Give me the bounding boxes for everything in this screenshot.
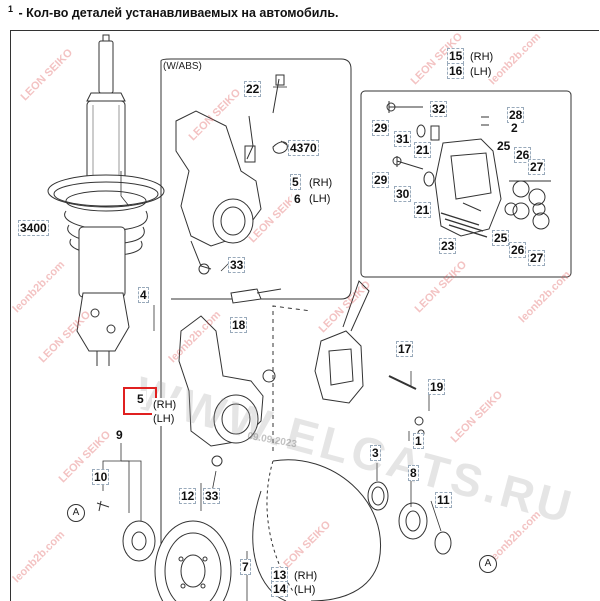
part-14[interactable]: 14 xyxy=(271,581,289,597)
side-lh-abs: (LH) xyxy=(308,192,332,206)
part-26-top[interactable]: 26 xyxy=(514,147,532,163)
part-29-top[interactable]: 29 xyxy=(372,120,390,136)
side-rh-13: (RH) xyxy=(293,569,319,583)
part-33-abs[interactable]: 33 xyxy=(228,257,246,273)
part-5[interactable]: 5 xyxy=(135,391,146,407)
part-1[interactable]: 1 xyxy=(413,433,424,449)
part-4370[interactable]: 4370 xyxy=(288,140,319,156)
caliper-drawing xyxy=(386,101,551,238)
part-19[interactable]: 19 xyxy=(428,379,446,395)
part-25-bottom[interactable]: 25 xyxy=(492,230,510,246)
part-2[interactable]: 2 xyxy=(509,120,520,136)
header-number: 1 xyxy=(8,4,14,14)
part-21-bottom[interactable]: 21 xyxy=(414,202,432,218)
side-rh: (RH) xyxy=(152,398,178,412)
part-7[interactable]: 7 xyxy=(240,559,251,575)
side-lh-16: (LH) xyxy=(469,65,493,79)
part-27-bottom[interactable]: 27 xyxy=(528,250,546,266)
part-17[interactable]: 17 xyxy=(396,341,414,357)
side-lh-14: (LH) xyxy=(293,583,317,597)
strut-drawing xyxy=(47,34,165,366)
part-6-abs[interactable]: 6 xyxy=(292,191,303,207)
part-32[interactable]: 32 xyxy=(430,101,448,117)
caliper-lower-drawing xyxy=(314,280,370,404)
part-27-top[interactable]: 27 xyxy=(528,159,546,175)
part-33[interactable]: 33 xyxy=(203,488,221,504)
parts-diagram: LEON SEIKO LEON SEIKO LEON SEIKO LEON SE… xyxy=(10,30,599,601)
part-23[interactable]: 23 xyxy=(439,238,457,254)
part-15[interactable]: 15 xyxy=(447,48,465,64)
part-10[interactable]: 10 xyxy=(92,469,110,485)
side-rh-abs: (RH) xyxy=(308,176,334,190)
brake-disc-drawing xyxy=(154,520,232,601)
side-lh: (LH) xyxy=(152,412,176,426)
part-26-bottom[interactable]: 26 xyxy=(509,242,527,258)
part-16[interactable]: 16 xyxy=(447,63,465,79)
diagram-drawing xyxy=(47,34,572,601)
hub-drawing xyxy=(96,500,156,562)
knuckle-abs-drawing xyxy=(175,74,288,275)
header: 1 - Кол-во деталей устанавливаемых на ав… xyxy=(8,4,598,26)
knuckle-drawing xyxy=(178,288,282,467)
ref-a-right: A xyxy=(479,555,497,573)
part-9[interactable]: 9 xyxy=(114,427,125,443)
part-3400[interactable]: 3400 xyxy=(18,220,49,236)
part-30[interactable]: 30 xyxy=(394,186,412,202)
part-25-top[interactable]: 25 xyxy=(495,138,513,154)
part-5-abs[interactable]: 5 xyxy=(290,174,301,190)
part-4[interactable]: 4 xyxy=(138,287,149,303)
part-11[interactable]: 11 xyxy=(435,492,452,508)
ref-a-left: A xyxy=(67,504,85,522)
part-3[interactable]: 3 xyxy=(370,445,381,461)
part-31[interactable]: 31 xyxy=(394,131,412,147)
part-29-bottom[interactable]: 29 xyxy=(372,172,390,188)
part-13[interactable]: 13 xyxy=(271,567,289,583)
part-21-top[interactable]: 21 xyxy=(414,142,432,158)
part-22[interactable]: 22 xyxy=(244,81,262,97)
part-12[interactable]: 12 xyxy=(179,488,197,504)
part-18[interactable]: 18 xyxy=(230,317,248,333)
header-text: - Кол-во деталей устанавливаемых на авто… xyxy=(18,6,339,21)
part-8[interactable]: 8 xyxy=(408,465,419,481)
side-rh-15: (RH) xyxy=(469,50,495,64)
abs-panel-label: (W/ABS) xyxy=(163,61,202,72)
